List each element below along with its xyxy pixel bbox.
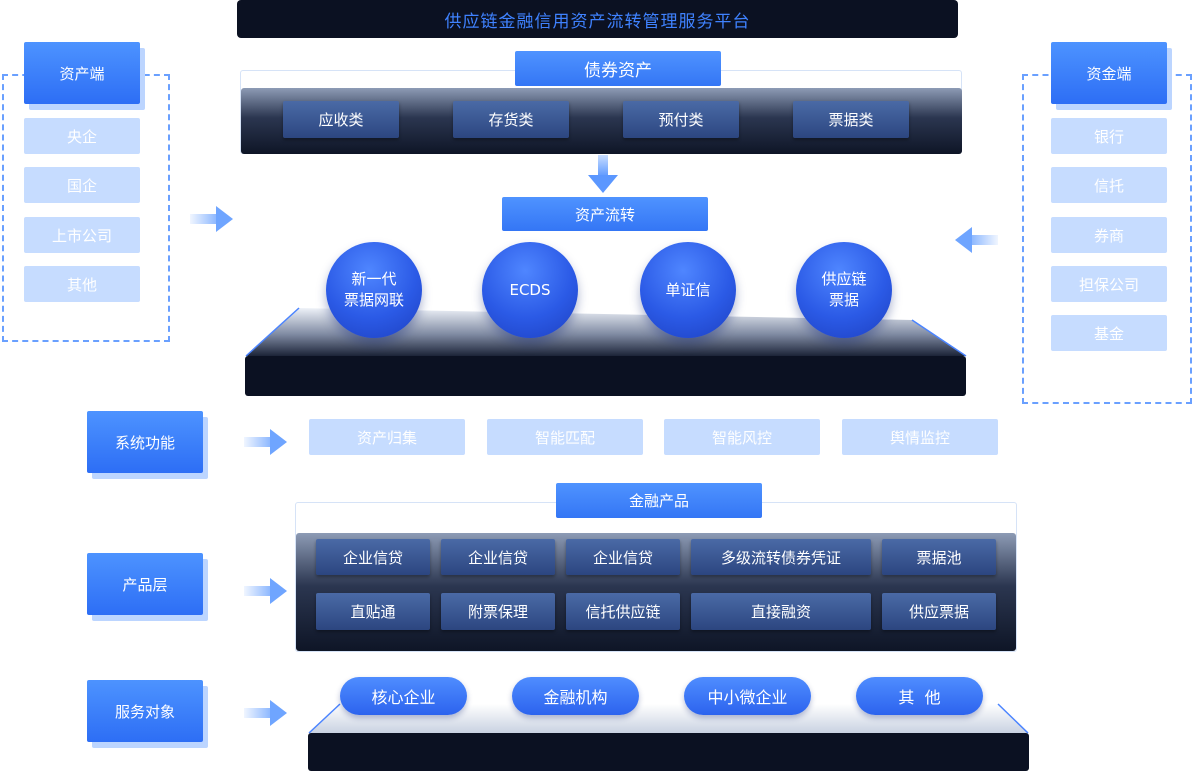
service-target-pill: 其 他 <box>856 677 983 715</box>
product-chip: 企业信贷 <box>316 539 430 575</box>
fund-side-header: 资金端 <box>1051 42 1167 104</box>
product-chip: 附票保理 <box>441 593 555 630</box>
service-platform <box>308 703 1029 771</box>
flow-circle-supply-chain-bill: 供应链 票据 <box>796 242 892 338</box>
platform-title: 供应链金融信用资产流转管理服务平台 <box>237 0 958 38</box>
service-targets-header: 服务对象 <box>87 680 203 742</box>
circle-text: 单证信 <box>665 280 711 299</box>
product-chip: 直接融资 <box>691 593 871 630</box>
circle-text: ECDS <box>509 280 551 299</box>
service-target-pill: 核心企业 <box>340 677 467 715</box>
fund-item: 基金 <box>1051 315 1167 351</box>
circle-text: 票据 <box>828 291 859 309</box>
service-target-pill: 金融机构 <box>512 677 639 715</box>
arrow-right-icon <box>190 206 233 232</box>
arrow-left-icon <box>955 227 998 253</box>
product-chip: 企业信贷 <box>566 539 680 575</box>
system-functions-header: 系统功能 <box>87 411 203 473</box>
function-chip: 资产归集 <box>309 419 465 455</box>
product-chip: 供应票据 <box>882 593 996 630</box>
flow-circle-document-credit: 单证信 <box>640 242 736 338</box>
product-layer-header: 产品层 <box>87 553 203 615</box>
bond-asset-chip: 应收类 <box>283 101 399 138</box>
function-chip: 舆情监控 <box>842 419 998 455</box>
flow-platform <box>245 307 967 396</box>
function-chip: 智能匹配 <box>487 419 643 455</box>
arrow-right-icon <box>244 700 287 726</box>
fund-item: 券商 <box>1051 217 1167 253</box>
fund-item: 担保公司 <box>1051 266 1167 302</box>
asset-item: 上市公司 <box>24 217 140 253</box>
bond-assets-label: 债券资产 <box>515 51 721 86</box>
circle-text: 新一代 <box>351 270 397 288</box>
arrow-right-icon <box>244 429 287 455</box>
circle-text: 票据网联 <box>343 291 404 309</box>
asset-item: 其他 <box>24 266 140 302</box>
asset-side-header: 资产端 <box>24 42 140 104</box>
asset-flow-label: 资产流转 <box>502 197 708 231</box>
product-chip: 企业信贷 <box>441 539 555 575</box>
bond-asset-chip: 票据类 <box>793 101 909 138</box>
product-chip: 多级流转债券凭证 <box>691 539 871 575</box>
product-chip: 直贴通 <box>316 593 430 630</box>
service-target-pill: 中小微企业 <box>684 677 811 715</box>
function-chip: 智能风控 <box>664 419 820 455</box>
financial-products-label: 金融产品 <box>556 483 762 518</box>
product-chip: 信托供应链 <box>566 593 680 630</box>
circle-text: 供应链 <box>821 270 867 288</box>
fund-item: 银行 <box>1051 118 1167 154</box>
fund-item: 信托 <box>1051 167 1167 203</box>
arrow-down-icon <box>588 155 618 193</box>
flow-circle-new-gen-bill: 新一代 票据网联 <box>326 242 422 338</box>
product-chip: 票据池 <box>882 539 996 575</box>
flow-circle-ecds: ECDS <box>482 242 578 338</box>
asset-item: 央企 <box>24 118 140 154</box>
arrow-right-icon <box>244 578 287 604</box>
asset-item: 国企 <box>24 167 140 203</box>
bond-asset-chip: 预付类 <box>623 101 739 138</box>
bond-asset-chip: 存货类 <box>453 101 569 138</box>
